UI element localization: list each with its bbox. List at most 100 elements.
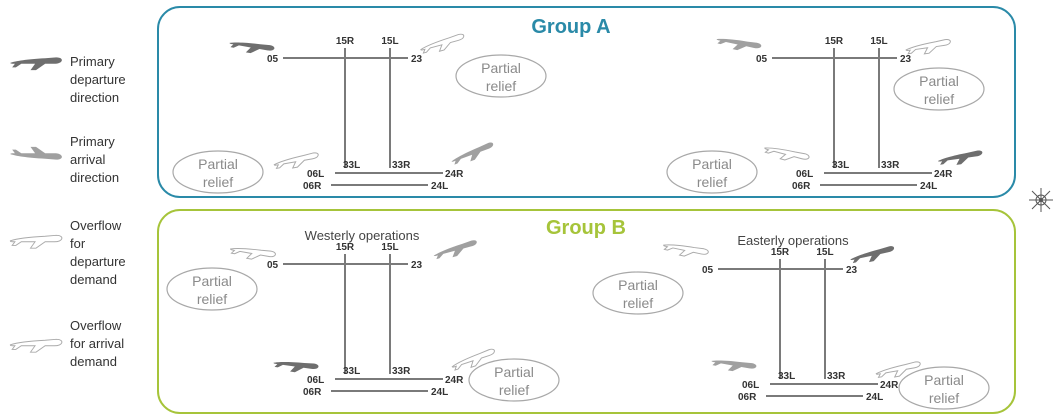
partial-relief-b-west-left-line1: Partial bbox=[192, 273, 232, 289]
partial-relief-a-east-top-line1: Partial bbox=[919, 73, 959, 89]
overflow-arrival-plane-icon bbox=[9, 338, 63, 353]
partial-relief-a-west-top-line1: Partial bbox=[481, 60, 521, 76]
runway-label-06l: 06L bbox=[307, 169, 324, 180]
primary-arrival-plane-icon bbox=[710, 356, 757, 376]
partial-relief-a-west-top-line2: relief bbox=[486, 78, 516, 94]
overflow-departure-plane-icon bbox=[9, 234, 63, 249]
legend-overflow-arrival: Overflow for arrival demand bbox=[9, 318, 124, 369]
legend-overflow-departure-line1: Overflow bbox=[70, 218, 122, 233]
legend-overflow-arrival-line1: Overflow bbox=[70, 318, 122, 333]
runway-label-05: 05 bbox=[267, 54, 279, 65]
partial-relief-b-east-right-line1: Partial bbox=[924, 372, 964, 388]
overflow-departure-plane-icon bbox=[762, 142, 811, 167]
runway-label-23: 23 bbox=[411, 260, 423, 271]
partial-relief-b-east-left: Partial relief bbox=[592, 271, 684, 315]
runway-label-24l: 24L bbox=[866, 392, 883, 403]
runway-label-24r: 24R bbox=[934, 169, 953, 180]
runway-label-33r: 33R bbox=[392, 366, 411, 377]
legend-overflow-departure-line4: demand bbox=[70, 272, 117, 287]
partial-relief-a-west-top: Partial relief bbox=[455, 54, 547, 98]
primary-departure-plane-icon bbox=[272, 357, 319, 376]
overflow-arrival-plane-icon bbox=[904, 38, 953, 57]
runway-label-15l: 15L bbox=[381, 242, 398, 253]
partial-relief-b-west-left: Partial relief bbox=[166, 267, 258, 311]
partial-relief-a-east-top: Partial relief bbox=[893, 67, 985, 111]
runway-label-24r: 24R bbox=[445, 375, 464, 386]
runway-label-05: 05 bbox=[702, 265, 714, 276]
overflow-departure-plane-icon bbox=[419, 32, 467, 57]
compass-rose-icon bbox=[1029, 188, 1053, 212]
partial-relief-a-east-top-line2: relief bbox=[924, 91, 954, 107]
runway-label-33r: 33R bbox=[827, 371, 846, 382]
legend-overflow-arrival-line2: for arrival bbox=[70, 336, 124, 351]
runway-label-15l: 15L bbox=[381, 36, 398, 47]
runway-label-33l: 33L bbox=[832, 160, 849, 171]
westerly-operations-label: Westerly operations bbox=[305, 228, 420, 243]
legend-overflow-arrival-line3: demand bbox=[70, 354, 117, 369]
primary-arrival-plane-icon bbox=[449, 141, 497, 168]
runway-label-33r: 33R bbox=[881, 160, 900, 171]
runway-label-06l: 06L bbox=[796, 169, 813, 180]
runway-label-23: 23 bbox=[411, 54, 423, 65]
primary-arrival-plane-icon bbox=[715, 34, 762, 55]
primary-departure-plane-icon bbox=[10, 57, 62, 71]
group-a-west-diagram: 05 23 15R 15L 33L 33R 06L 24R 06R 24L Partial relie… bbox=[172, 32, 547, 194]
partial-relief-b-west-left-line2: relief bbox=[197, 291, 227, 307]
runway-label-15r: 15R bbox=[825, 36, 844, 47]
runway-label-15r: 15R bbox=[336, 242, 355, 253]
runway-label-15r: 15R bbox=[771, 247, 790, 258]
runway-label-33r: 33R bbox=[392, 160, 411, 171]
partial-relief-b-east-left-line2: relief bbox=[623, 295, 653, 311]
runway-label-15l: 15L bbox=[816, 247, 833, 258]
primary-departure-plane-icon bbox=[849, 245, 896, 266]
runway-label-06r: 06R bbox=[738, 392, 757, 403]
partial-relief-b-east-right: Partial relief bbox=[898, 366, 990, 410]
partial-relief-b-east-right-line2: relief bbox=[929, 390, 959, 406]
runway-label-24l: 24L bbox=[920, 181, 937, 192]
runway-label-23: 23 bbox=[846, 265, 858, 276]
partial-relief-a-west-bottom-line2: relief bbox=[203, 174, 233, 190]
legend-overflow-departure-line3: departure bbox=[70, 254, 126, 269]
legend-primary-arrival-line1: Primary bbox=[70, 134, 115, 149]
legend-overflow-departure: Overflow for departure demand bbox=[9, 218, 126, 287]
runway-label-06r: 06R bbox=[303, 387, 322, 398]
partial-relief-b-east-left-line1: Partial bbox=[618, 277, 658, 293]
legend-primary-departure: Primary departure direction bbox=[10, 54, 126, 105]
runway-label-24r: 24R bbox=[880, 380, 899, 391]
partial-relief-a-east-bottom-line1: Partial bbox=[692, 156, 732, 172]
legend-overflow-departure-line2: for bbox=[70, 236, 86, 251]
runway-label-06l: 06L bbox=[307, 375, 324, 386]
partial-relief-b-west-right-line1: Partial bbox=[494, 364, 534, 380]
group-a-title: Group A bbox=[531, 16, 610, 38]
runway-label-15r: 15R bbox=[336, 36, 355, 47]
runway-label-24r: 24R bbox=[445, 169, 464, 180]
legend-primary-arrival-line3: direction bbox=[70, 170, 119, 185]
group-a-box bbox=[157, 6, 1016, 198]
legend-primary-departure-line3: direction bbox=[70, 90, 119, 105]
runway-label-33l: 33L bbox=[343, 160, 360, 171]
legend-primary-arrival: Primary arrival direction bbox=[10, 134, 119, 185]
runway-label-24l: 24L bbox=[431, 387, 448, 398]
legend-primary-departure-line1: Primary bbox=[70, 54, 115, 69]
overflow-arrival-plane-icon bbox=[661, 239, 710, 262]
runway-label-23: 23 bbox=[900, 54, 912, 65]
group-b-box bbox=[157, 209, 1016, 414]
easterly-operations-label: Easterly operations bbox=[737, 233, 849, 248]
runway-label-06r: 06R bbox=[792, 181, 811, 192]
runway-label-06r: 06R bbox=[303, 181, 322, 192]
primary-departure-plane-icon bbox=[937, 149, 984, 168]
runway-label-33l: 33L bbox=[343, 366, 360, 377]
runway-label-15l: 15L bbox=[870, 36, 887, 47]
runway-label-06l: 06L bbox=[742, 380, 759, 391]
primary-arrival-plane-icon bbox=[10, 146, 62, 160]
runway-label-24l: 24L bbox=[431, 181, 448, 192]
group-b-title: Group B bbox=[546, 217, 626, 239]
primary-arrival-plane-icon bbox=[432, 239, 480, 262]
